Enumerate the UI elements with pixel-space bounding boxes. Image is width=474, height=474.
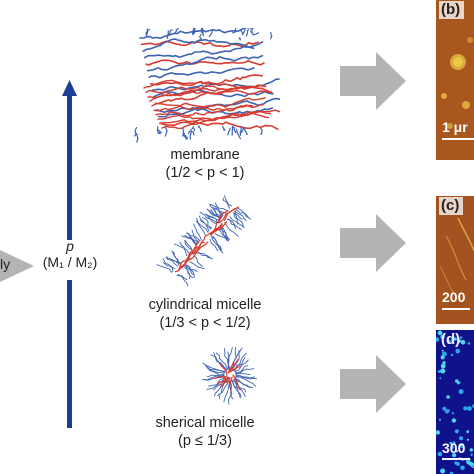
panel-c-letter: (c) bbox=[439, 197, 464, 215]
spherical-name: sherical micelle bbox=[155, 415, 255, 431]
cylindrical-name: cylindrical micelle bbox=[148, 297, 262, 313]
cylindrical-micelle-illustration bbox=[156, 195, 252, 287]
panel-d-scale: 300 bbox=[442, 440, 466, 456]
panel-b-image: (b) 1 μr bbox=[436, 0, 474, 160]
panel-d-texture bbox=[436, 330, 474, 474]
spherical-micelle-illustration bbox=[202, 346, 258, 405]
p-symbol: p bbox=[66, 238, 74, 254]
cut-off-text: ly bbox=[0, 256, 11, 272]
spherical-label: sherical micelle (p ≤ 1/3) bbox=[140, 414, 270, 450]
p-ratio: (M₁ / M₂) bbox=[42, 254, 98, 270]
panel-d-scalebar bbox=[442, 458, 470, 460]
panel-c-texture bbox=[439, 217, 474, 297]
membrane-illustration bbox=[133, 28, 280, 143]
arrow-to-panel-b bbox=[340, 52, 406, 110]
membrane-name: membrane bbox=[170, 147, 240, 163]
panel-d-image: (d) 300 bbox=[436, 330, 474, 474]
input-arrow-head bbox=[0, 250, 34, 282]
panel-c-scalebar bbox=[442, 308, 470, 310]
p-axis-label: p (M₁ / M₂) bbox=[30, 238, 110, 270]
panel-d-letter: (d) bbox=[441, 331, 461, 348]
p-axis-arrow bbox=[62, 80, 77, 428]
panel-b-scalebar bbox=[442, 138, 474, 140]
cylindrical-condition: (1/3 < p < 1/2) bbox=[159, 315, 251, 331]
panel-b-texture bbox=[441, 37, 473, 129]
panel-b-scale: 1 μr bbox=[442, 119, 468, 135]
membrane-label: membrane (1/2 < p < 1) bbox=[140, 146, 270, 182]
panel-b-letter: (b) bbox=[439, 1, 465, 19]
arrow-to-panel-d bbox=[340, 355, 406, 413]
spherical-condition: (p ≤ 1/3) bbox=[178, 433, 232, 449]
panel-c-scale: 200 bbox=[442, 289, 466, 305]
panel-c-image: (c) 200 bbox=[436, 196, 474, 324]
arrow-to-panel-c bbox=[340, 214, 406, 272]
membrane-condition: (1/2 < p < 1) bbox=[165, 165, 245, 181]
cylindrical-label: cylindrical micelle (1/3 < p < 1/2) bbox=[130, 296, 280, 332]
